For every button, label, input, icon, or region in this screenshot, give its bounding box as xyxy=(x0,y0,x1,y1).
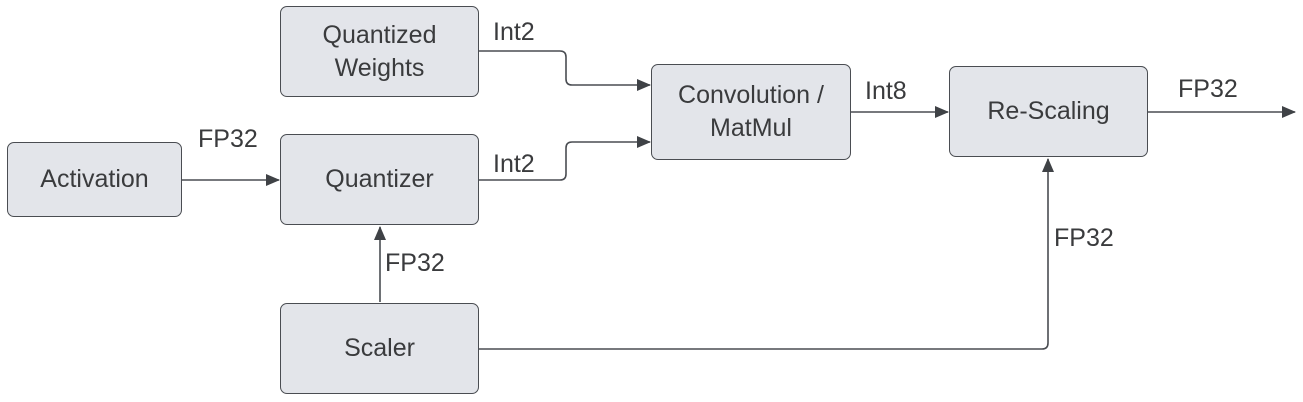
node-quantizer-label: Quantizer xyxy=(325,165,434,193)
edge-label-rescaling-output: FP32 xyxy=(1178,75,1238,103)
edge-weights-to-conv xyxy=(479,50,651,91)
node-scaler: Scaler xyxy=(280,303,479,394)
node-activation: Activation xyxy=(7,142,182,217)
node-scaler-label: Scaler xyxy=(344,334,415,362)
edge-label-quantizer-to-conv: Int2 xyxy=(493,150,535,178)
node-convolution: Convolution / MatMul xyxy=(651,64,851,160)
edge-label-activation-to-quantizer: FP32 xyxy=(198,125,258,153)
node-convolution-label: Convolution / MatMul xyxy=(678,81,824,142)
node-quantizer: Quantizer xyxy=(280,134,479,225)
edge-quantizer-to-conv xyxy=(479,136,651,181)
edge-label-scaler-to-rescaling: FP32 xyxy=(1054,224,1114,252)
edge-label-scaler-to-quantizer: FP32 xyxy=(385,249,445,277)
edge-label-conv-to-rescaling: Int8 xyxy=(865,77,907,105)
node-quantized-weights-label: Quantized Weights xyxy=(322,20,437,82)
node-rescaling: Re-Scaling xyxy=(949,66,1148,157)
node-activation-label: Activation xyxy=(40,165,149,193)
edge-label-weights-to-conv: Int2 xyxy=(493,18,535,46)
node-quantized-weights: Quantized Weights xyxy=(280,6,479,97)
edge-scaler-to-rescaling xyxy=(479,158,1054,350)
node-rescaling-label: Re-Scaling xyxy=(987,97,1110,125)
